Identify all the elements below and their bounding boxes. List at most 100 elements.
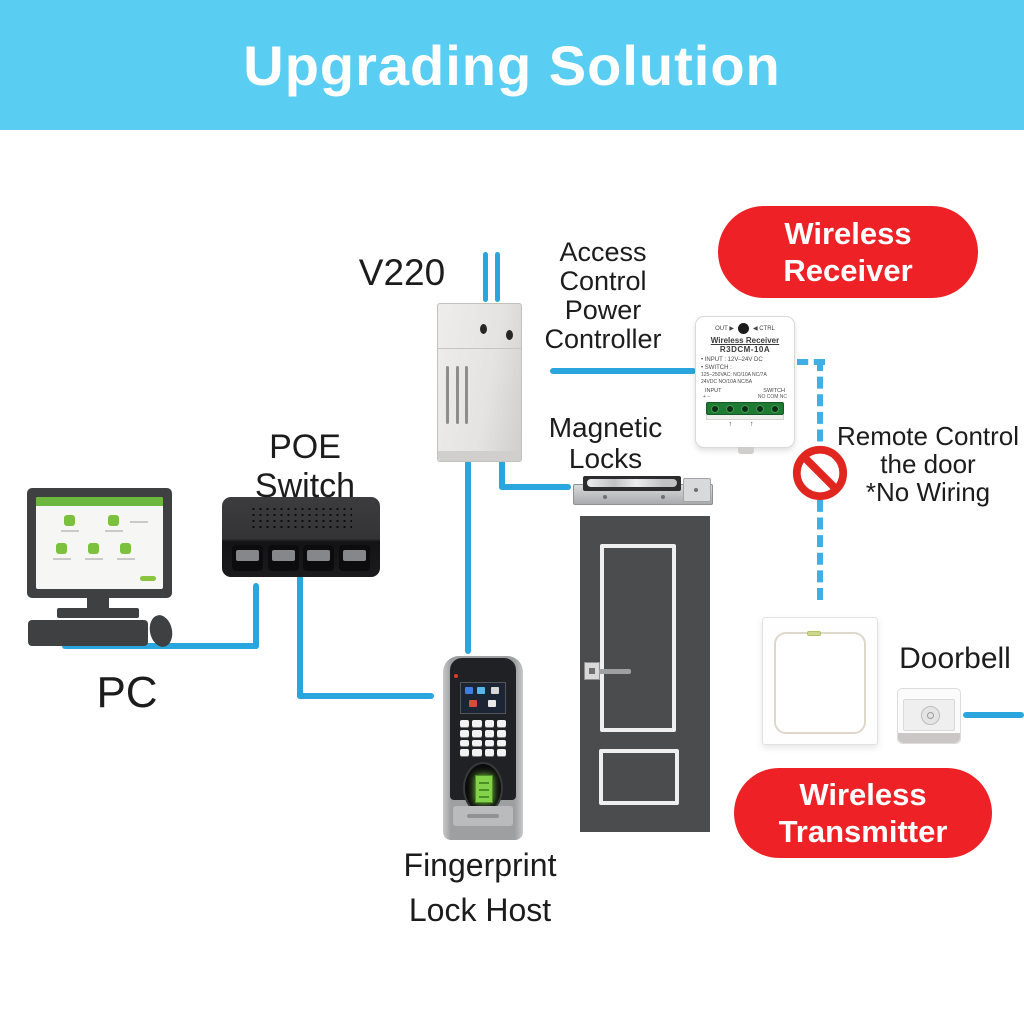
vent-slots <box>446 366 468 424</box>
screen-icon <box>465 687 473 694</box>
receiver-button[interactable] <box>737 323 749 334</box>
label-v220: V220 <box>358 252 446 293</box>
app-caption <box>61 530 79 532</box>
wireless-receiver-device: OUT ▶ ◀ CTRL Wireless Receiver R3DCM-10A… <box>695 316 795 454</box>
receiver-top-row: OUT ▶ ◀ CTRL <box>715 323 775 334</box>
ethernet-port <box>267 545 299 571</box>
screw <box>661 495 665 499</box>
terminal-polarity-label: + − <box>703 394 711 400</box>
wireless-transmitter-device <box>762 617 878 745</box>
label-line: Remote Control <box>836 421 1020 451</box>
page-title: Upgrading Solution <box>243 33 781 97</box>
monitor-base <box>57 608 139 618</box>
maglock-plate <box>587 479 677 487</box>
screw <box>506 330 513 340</box>
arrow-marks: ↑ ↑ <box>728 421 762 428</box>
port-row <box>232 545 370 571</box>
badge-line: Transmitter <box>778 814 948 849</box>
app-caption <box>105 530 123 532</box>
badge-line: Wireless <box>784 216 912 251</box>
power-controller-device <box>437 303 522 462</box>
no-wiring-icon <box>792 445 848 501</box>
terminal-relay-label: NO COM NC <box>757 394 787 400</box>
wire-doorbell-out <box>963 712 1024 718</box>
wire-controller-to-fingerprint <box>465 460 471 654</box>
fingerprint-reader[interactable] <box>463 762 503 814</box>
ctrl-label: ◀ CTRL <box>752 326 775 332</box>
wire-pc-to-switch-v <box>253 583 259 649</box>
label-line: Access <box>559 237 647 267</box>
screw <box>694 488 698 492</box>
app-caption <box>85 558 103 560</box>
screen-icon <box>469 700 477 707</box>
app-icon <box>108 515 119 526</box>
label-fingerprint: Fingerprint Lock Host <box>385 843 575 933</box>
receiver-spec-input: • INPUT : 12V–24V DC <box>701 357 763 363</box>
wireless-transmitter-badge: Wireless Transmitter <box>734 768 992 858</box>
badge-line: Wireless <box>799 777 927 812</box>
receiver-spec-rating1: 125–250VAC: NO/10A NC/7A <box>701 372 767 378</box>
terminal-block <box>706 402 784 415</box>
switch-indicator-led <box>807 631 821 636</box>
poe-switch-device <box>222 497 380 577</box>
door-handle[interactable] <box>599 669 631 674</box>
wireless-receiver-badge: Wireless Receiver <box>718 206 978 298</box>
label-poe-switch: POE Switch <box>254 428 356 505</box>
pc-keyboard <box>28 620 148 646</box>
doorbell-button[interactable] <box>921 706 940 725</box>
label-line: Locks <box>568 443 643 474</box>
door-lock-plate <box>584 662 600 680</box>
label-line: *No Wiring <box>865 477 991 507</box>
wire-v220-line-1 <box>483 252 488 302</box>
label-line: Fingerprint <box>403 847 557 883</box>
controller-seam <box>438 348 521 349</box>
receiver-spec-rating2: 24VDC NO/10A NC/5A <box>701 378 753 385</box>
app-icon <box>64 515 75 526</box>
label-line: the door <box>880 449 976 479</box>
app-icon <box>56 543 67 554</box>
controller-foot <box>438 451 521 461</box>
app-icon <box>88 543 99 554</box>
badge-line: Receiver <box>783 253 913 288</box>
app-caption <box>130 521 148 523</box>
keypad[interactable] <box>460 720 506 756</box>
label-line: Power <box>564 295 642 325</box>
fingerprint-front-panel <box>450 658 516 814</box>
wire-switch-to-fingerprint-h <box>297 693 434 699</box>
label-line: Controller <box>544 324 662 354</box>
fingerprint-terminal-device <box>443 656 523 840</box>
wire-switch-to-fingerprint-v <box>297 575 303 699</box>
app-caption <box>53 558 71 560</box>
switch-rocker-button[interactable] <box>774 632 866 734</box>
label-doorbell: Doorbell <box>899 642 1011 675</box>
label-remote-control: Remote Control the door *No Wiring <box>832 422 1024 506</box>
terminal-strip <box>706 415 784 420</box>
screen-icon <box>477 687 485 694</box>
receiver-model: R3DCM-10A <box>719 345 771 354</box>
out-label: OUT ▶ <box>715 326 734 332</box>
input-terminals-label: INPUT <box>705 388 722 394</box>
door-lower-panel <box>599 749 679 805</box>
app-caption <box>117 558 135 560</box>
wire-controller-to-maglock-h <box>499 484 571 490</box>
label-line: Magnetic <box>548 412 663 443</box>
label-line: Lock Host <box>408 892 552 928</box>
pc-screen <box>36 497 163 589</box>
maglock-recess <box>583 476 681 491</box>
doorbell-base-strip <box>898 733 960 743</box>
doorbell-device <box>897 688 961 744</box>
vent-holes <box>250 506 352 532</box>
label-access-controller: Access Control Power Controller <box>527 238 679 354</box>
screw <box>603 495 607 499</box>
switch-terminals-label: SWITCH <box>763 388 785 394</box>
door <box>580 516 710 832</box>
software-button <box>140 576 156 581</box>
software-header-bar <box>36 497 163 506</box>
screen-icon <box>491 687 499 694</box>
wire-controller-to-maglock-v <box>499 460 505 490</box>
fingerprint-base <box>453 806 513 826</box>
receiver-title: Wireless Receiver <box>710 336 780 345</box>
header-banner: Upgrading Solution <box>0 0 1024 130</box>
status-led <box>454 674 458 678</box>
